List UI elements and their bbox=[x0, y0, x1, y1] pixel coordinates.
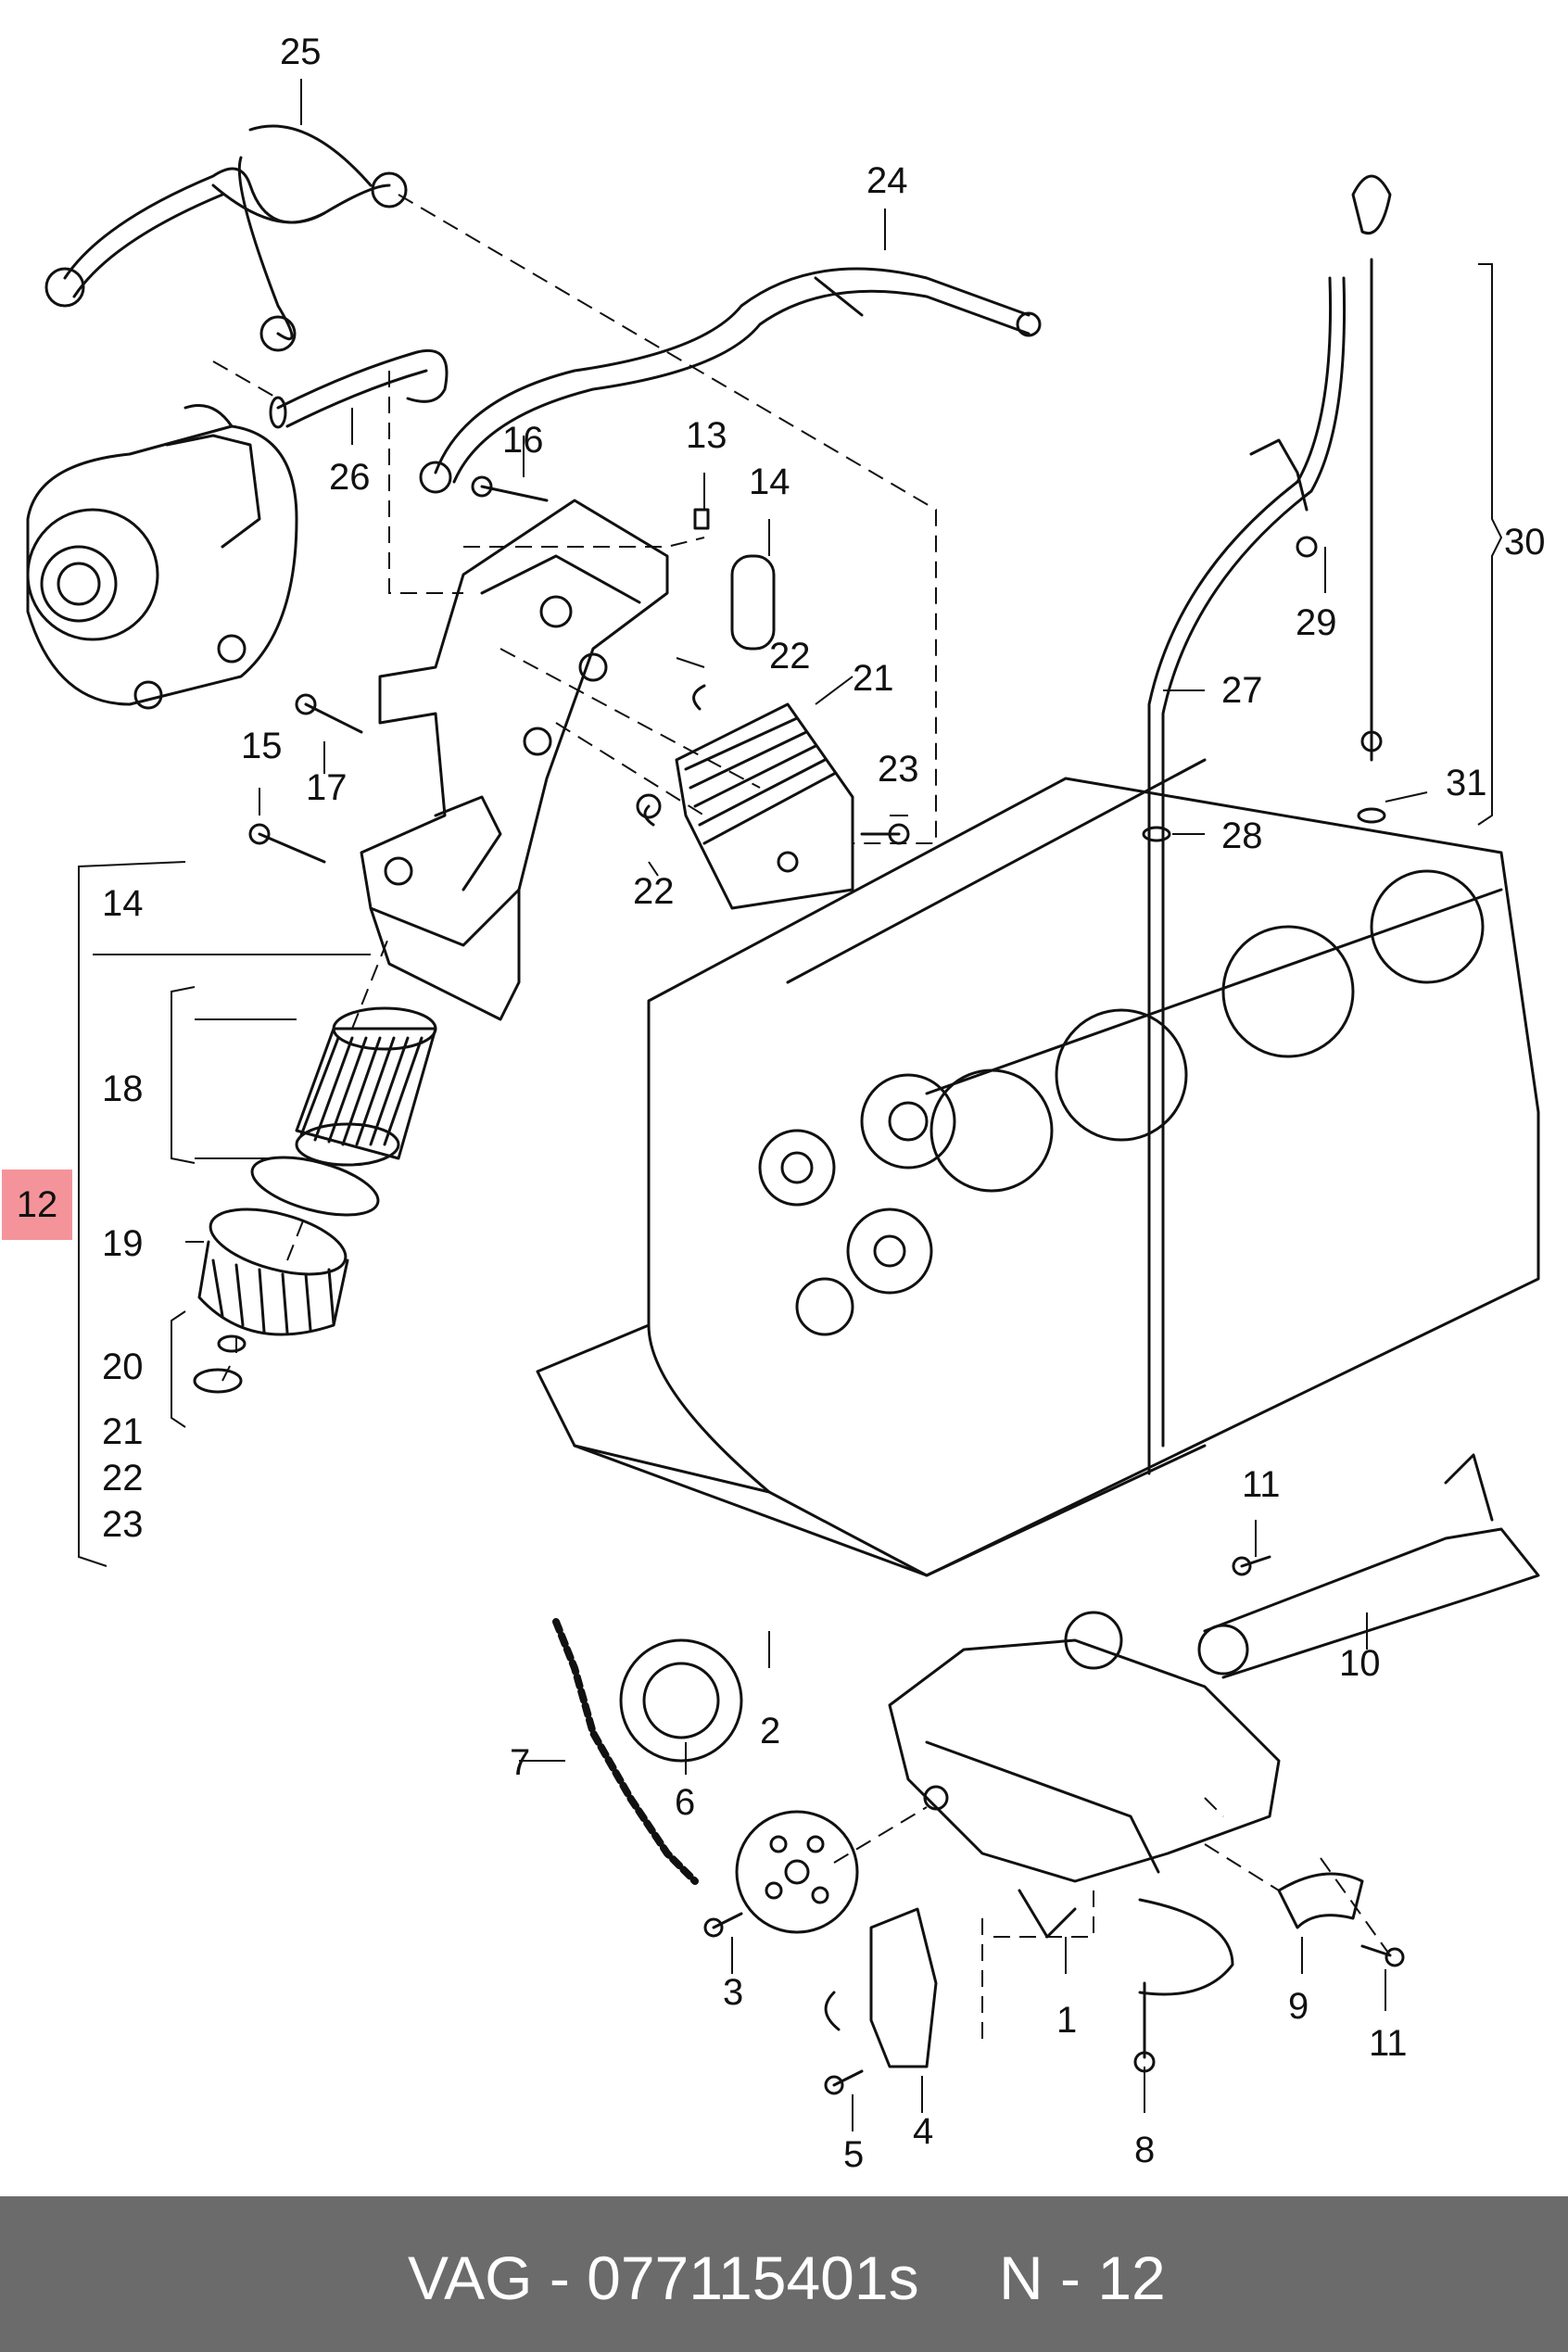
callout-6: 6 bbox=[675, 1782, 696, 1823]
callout-9: 9 bbox=[1288, 1986, 1309, 2027]
callout-17: 17 bbox=[306, 767, 348, 808]
callout-21: 21 bbox=[853, 658, 894, 699]
pickup-pipe-part bbox=[1197, 1453, 1540, 1679]
callout-31: 31 bbox=[1446, 763, 1487, 803]
callout-30: 30 bbox=[1504, 522, 1546, 563]
seal-parts bbox=[636, 508, 776, 827]
callout-12-highlight: 12 bbox=[2, 1170, 72, 1240]
callout-25: 25 bbox=[280, 32, 322, 72]
drain-plug-part bbox=[193, 1334, 247, 1394]
pipe-part bbox=[1277, 1872, 1364, 1929]
filter-cap-part bbox=[197, 1208, 349, 1336]
callout-18: 18 bbox=[102, 1069, 144, 1109]
page-reference: N - 12 bbox=[999, 2244, 1166, 2312]
oil-filter-bracket-part bbox=[360, 499, 669, 1021]
callout-14-list: 14 bbox=[102, 883, 144, 924]
engine-block-part bbox=[536, 758, 1540, 1577]
callout-14-top: 14 bbox=[749, 462, 790, 502]
callout-28: 28 bbox=[1221, 816, 1263, 856]
callout-21-list: 21 bbox=[102, 1411, 144, 1452]
callout-15: 15 bbox=[241, 726, 283, 766]
small-bolt-parts bbox=[703, 1555, 1405, 2095]
callout-27: 27 bbox=[1221, 670, 1263, 711]
callout-20: 20 bbox=[102, 1347, 144, 1387]
callout-24: 24 bbox=[866, 160, 908, 201]
callout-23-list: 23 bbox=[102, 1504, 144, 1545]
callout-29: 29 bbox=[1296, 602, 1337, 643]
callout-22-list: 22 bbox=[102, 1458, 144, 1498]
callout-13: 13 bbox=[686, 415, 727, 456]
callout-22-upper: 22 bbox=[769, 636, 811, 677]
oil-pump-part bbox=[888, 1611, 1281, 1996]
alternator-part bbox=[26, 404, 298, 710]
callout-1: 1 bbox=[1056, 2000, 1078, 2041]
exploded-parts-diagram bbox=[26, 79, 1540, 2131]
hose-part bbox=[419, 267, 1042, 494]
callout-22-lower: 22 bbox=[633, 871, 675, 912]
o-ring-part bbox=[250, 1156, 380, 1217]
callout-8: 8 bbox=[1134, 2130, 1156, 2170]
callout-3: 3 bbox=[723, 1972, 744, 2013]
callout-19: 19 bbox=[102, 1223, 144, 1264]
callout-5: 5 bbox=[843, 2134, 865, 2175]
breather-hose-part bbox=[44, 124, 408, 352]
callout-11-top: 11 bbox=[1242, 1464, 1281, 1505]
callout-2: 2 bbox=[760, 1711, 781, 1751]
footer-bar: VAG - 077115401s N - 12 bbox=[0, 2196, 1568, 2352]
callout-23: 23 bbox=[878, 749, 919, 790]
callout-11-bottom: 11 bbox=[1369, 2023, 1408, 2064]
callout-26: 26 bbox=[329, 457, 371, 498]
chain-tensioner-part bbox=[824, 1907, 938, 2068]
callout-10: 10 bbox=[1339, 1643, 1381, 1684]
dipstick-parts bbox=[1142, 174, 1392, 1448]
sprocket-parts bbox=[552, 1618, 859, 1934]
filter-element-part bbox=[295, 1006, 437, 1167]
callout-4: 4 bbox=[913, 2111, 934, 2152]
callout-7: 7 bbox=[510, 1742, 531, 1783]
coolant-hose-part bbox=[269, 349, 449, 429]
callout-16: 16 bbox=[502, 420, 544, 461]
part-number: VAG - 077115401s bbox=[408, 2244, 919, 2312]
oil-cooler-part bbox=[675, 702, 854, 910]
